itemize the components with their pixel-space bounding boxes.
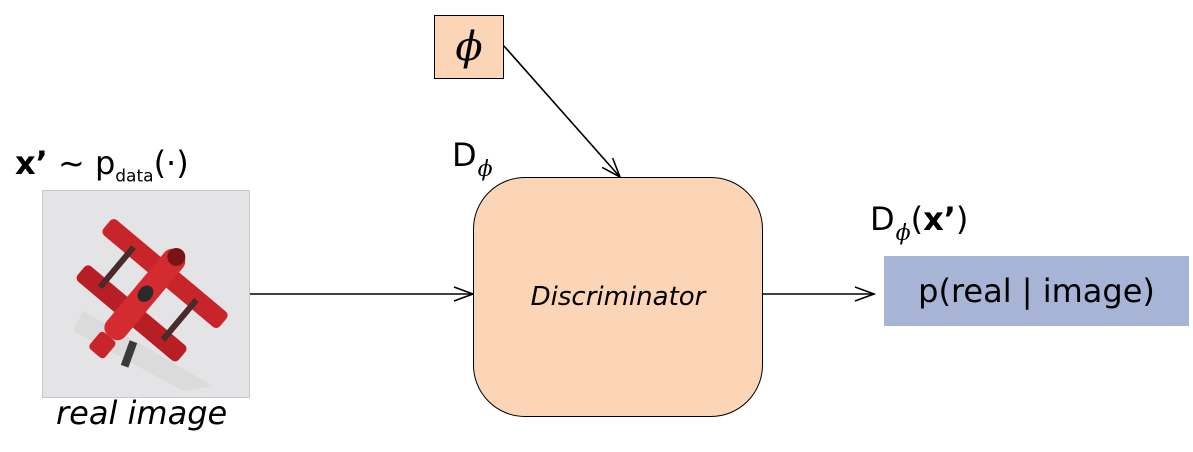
output-probability-box: p(real | image) xyxy=(884,256,1189,326)
discriminator-box: Discriminator xyxy=(473,177,763,417)
parameter-box: ϕ xyxy=(434,15,504,79)
discriminator-text: Discriminator xyxy=(530,282,706,312)
real-image-caption: real image xyxy=(56,394,228,432)
red-biplane-icon xyxy=(43,191,249,397)
input-distribution-label: x’ ~ pdata(·) xyxy=(15,144,189,186)
parameter-symbol: ϕ xyxy=(455,24,483,70)
input-x-symbol: x’ xyxy=(15,144,48,182)
open-paren: ( xyxy=(910,200,924,238)
output-phi-subscript: ϕ xyxy=(895,221,911,246)
p-symbol: p xyxy=(94,144,116,182)
d-symbol: D xyxy=(452,136,477,174)
output-d-symbol: D xyxy=(870,200,895,238)
tilde-symbol: ~ xyxy=(57,144,85,182)
param-to-discriminator-arrow xyxy=(503,45,620,177)
phi-subscript: ϕ xyxy=(477,157,493,182)
argument-symbol: (·) xyxy=(153,144,189,182)
discriminator-function-label: Dϕ xyxy=(452,136,493,182)
close-paren: ) xyxy=(955,200,969,238)
output-x-symbol: x’ xyxy=(923,200,956,238)
output-function-label: Dϕ(x’) xyxy=(870,200,969,246)
real-image xyxy=(42,190,250,398)
data-subscript: data xyxy=(115,166,154,187)
output-probability-text: p(real | image) xyxy=(918,272,1155,310)
